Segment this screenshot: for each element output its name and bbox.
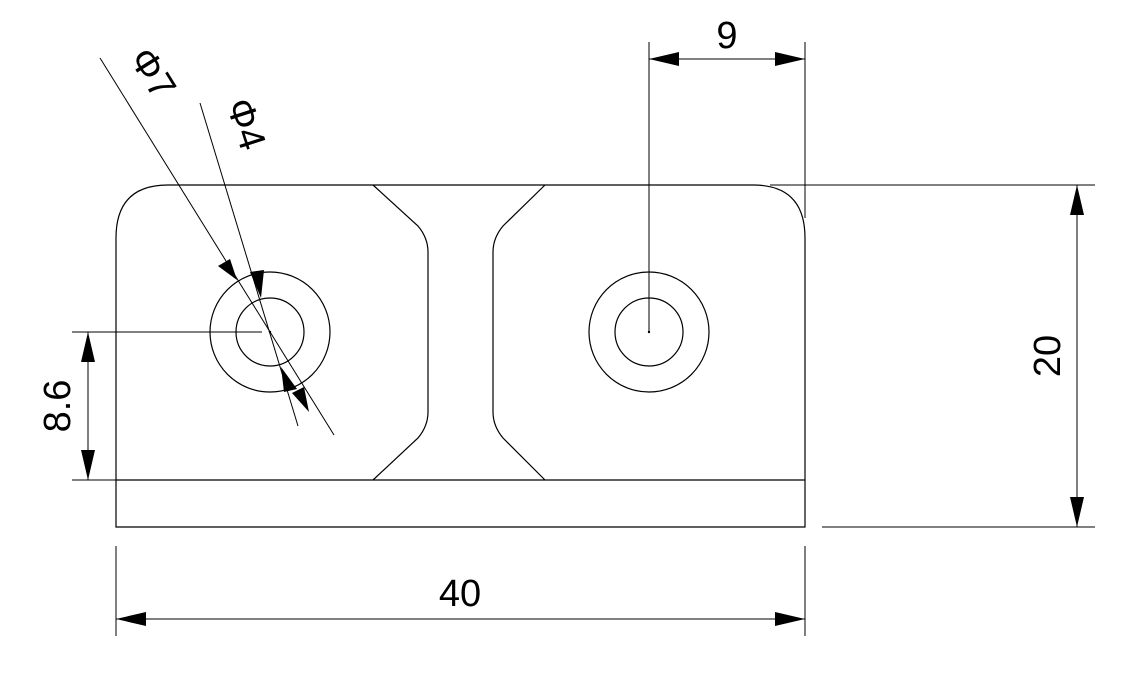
counterbore-diameter-label: Φ7 <box>121 41 184 107</box>
center-marks <box>268 330 651 334</box>
part-outline <box>115 184 806 528</box>
dim-hole-offset-x: 9 <box>648 15 806 332</box>
dim-width: 40 <box>115 546 806 636</box>
dim-width-label: 40 <box>439 573 481 615</box>
leader-counterbore: Φ7 <box>99 41 335 436</box>
center-groove <box>372 184 546 481</box>
hole-diameter-label: Φ4 <box>217 93 273 155</box>
leader-hole: Φ4 <box>199 93 299 427</box>
dim-hole-offset-y-label: 8.6 <box>37 380 79 433</box>
dim-height-label: 20 <box>1027 335 1069 377</box>
dim-hole-offset-y: 8.6 <box>37 331 262 481</box>
dim-height: 20 <box>770 184 1095 528</box>
dim-hole-offset-x-label: 9 <box>716 15 737 57</box>
